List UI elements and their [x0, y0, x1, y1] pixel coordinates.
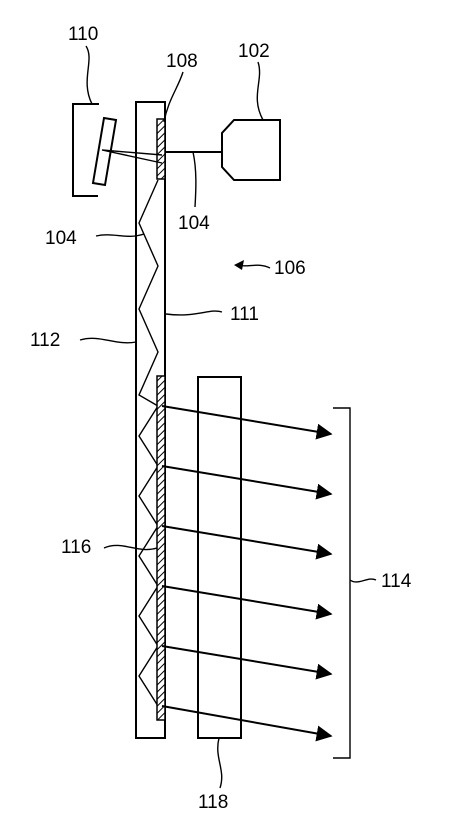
- leader-116: [103, 544, 158, 551]
- brace-114: [333, 407, 351, 759]
- leader-lines: [79, 45, 377, 789]
- leader-114: [349, 578, 377, 583]
- leader-108: [163, 71, 184, 123]
- output-ray: [161, 405, 333, 440]
- leader-110: [85, 45, 93, 105]
- component-110-detector: [72, 103, 118, 197]
- tilted-sensor: [91, 116, 118, 187]
- label-106: 106: [274, 258, 306, 279]
- arrowhead-106: [234, 260, 244, 270]
- plate-118: [197, 376, 242, 739]
- label-118: 118: [198, 792, 228, 813]
- leader-104-right: [192, 151, 197, 208]
- grating-116: [156, 375, 166, 721]
- label-110: 110: [68, 24, 98, 45]
- light-source-102: [221, 119, 281, 181]
- leader-102: [256, 61, 264, 121]
- leader-111: [165, 310, 223, 316]
- label-108: 108: [166, 51, 198, 72]
- output-ray: [161, 465, 333, 500]
- output-ray: [161, 705, 333, 742]
- leader-118: [217, 737, 223, 789]
- output-ray: [161, 585, 333, 620]
- label-112: 112: [30, 330, 60, 351]
- label-114: 114: [381, 571, 412, 592]
- label-116: 116: [61, 537, 91, 558]
- beam-to-110: [101, 149, 163, 164]
- output-ray: [161, 525, 333, 560]
- output-beams-114: [161, 405, 333, 742]
- grating-108: [156, 118, 166, 180]
- label-102: 102: [238, 41, 270, 62]
- label-104-right: 104: [178, 213, 210, 234]
- label-111: 111: [230, 304, 259, 325]
- label-104-left: 104: [45, 228, 77, 249]
- leader-104-left: [95, 233, 145, 237]
- output-ray: [161, 645, 333, 680]
- leader-112: [79, 337, 137, 344]
